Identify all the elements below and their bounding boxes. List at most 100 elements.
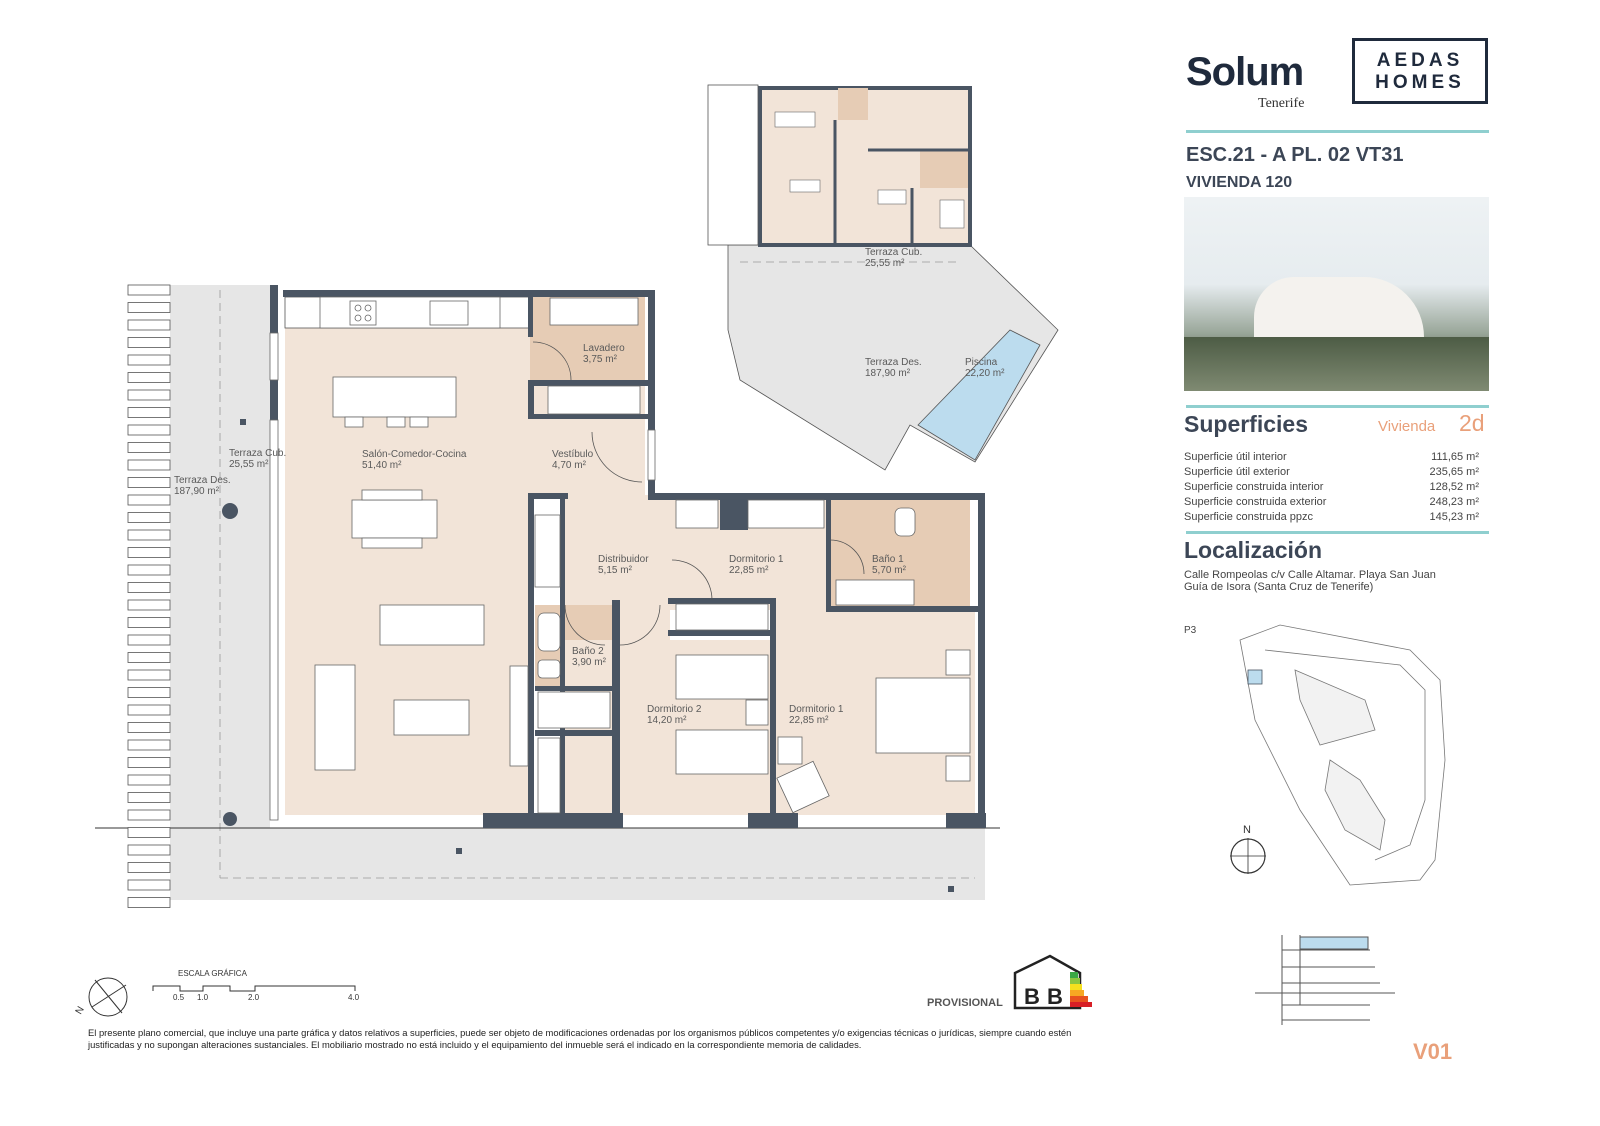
north-arrow (88, 977, 128, 1017)
room-area-dormitorio1-upper: 22,85 m² (729, 565, 769, 576)
railing-slat (127, 879, 171, 891)
area-label: Superficie útil exterior (1184, 466, 1290, 478)
key-plan-terraza-des-name: Terraza Des. (865, 357, 922, 368)
divider (1186, 130, 1489, 133)
area-value: 235,65 m² (1429, 466, 1479, 478)
area-row: Superficie útil exterior 235,65 m² (1184, 466, 1479, 478)
railing-slat (127, 512, 171, 523)
railing-slat (127, 897, 171, 908)
solum-logo: Solum (1186, 50, 1304, 94)
address-line1: Calle Rompeolas c/v Calle Altamar. Playa… (1184, 569, 1436, 581)
scale-tick: 2.0 (248, 993, 260, 1002)
area-label: Superficie útil interior (1184, 451, 1287, 463)
door-swings (532, 341, 865, 646)
railing-slat (127, 757, 171, 768)
railing-slat (127, 827, 171, 838)
railing-slat (127, 617, 171, 628)
area-label: Superficie construida ppzc (1184, 511, 1314, 523)
railing-slat (127, 774, 171, 786)
scale-tick: 4.0 (348, 993, 360, 1002)
area-label: Superficie construida exterior (1184, 496, 1327, 508)
room-labels: Salón-Comedor-Cocina 51,40 m² Lavadero 3… (174, 343, 907, 726)
area-value: 128,52 m² (1429, 481, 1479, 493)
aedas-logo-line1: AEDAS (1376, 50, 1464, 71)
key-plan-terraza-cub-name: Terraza Cub. (865, 247, 922, 258)
room-area-salon: 51,40 m² (362, 460, 402, 471)
room-name-salon: Salón-Comedor-Cocina (362, 449, 467, 460)
scale-bar (152, 985, 356, 992)
area-value: 111,65 m² (1431, 451, 1479, 463)
scale-tick: 0.5 (173, 993, 185, 1002)
key-plan-piscina-area: 22,20 m² (965, 368, 1005, 379)
railing-slat (127, 687, 171, 698)
room-area-terraza-cub: 25,55 m² (229, 459, 269, 470)
railing-slat (127, 564, 171, 576)
room-area-vestibulo: 4,70 m² (552, 460, 587, 471)
unit-code: ESC.21 - A PL. 02 VT31 (1186, 144, 1404, 166)
superficies-heading: Superficies (1184, 411, 1308, 437)
address: Calle Rompeolas c/v Calle Altamar. Playa… (1184, 569, 1436, 593)
area-value: 248,23 m² (1429, 496, 1479, 508)
room-area-bano2: 3,90 m² (572, 657, 607, 668)
room-area-dormitorio1-lower: 22,85 m² (789, 715, 829, 726)
key-plan-piscina-name: Piscina (965, 357, 998, 368)
unit-type-tag: Vivienda (1378, 418, 1436, 435)
room-area-dormitorio2: 14,20 m² (647, 715, 687, 726)
room-name-terraza-des: Terraza Des. (174, 475, 231, 486)
railing-slat (127, 407, 171, 418)
room-area-terraza-des: 187,90 m² (174, 486, 220, 497)
site-north-label: N (1243, 824, 1251, 836)
key-plan: Terraza Cub. 25,55 m² Terraza Des. 187,9… (707, 84, 1059, 471)
railing-slat (127, 319, 171, 331)
room-name-terraza-cub: Terraza Cub. (229, 448, 286, 459)
unit-title: VIVIENDA 120 (1186, 174, 1293, 191)
railing-slat (127, 634, 171, 646)
railing-slat (127, 809, 171, 821)
railing-slat (127, 862, 171, 873)
localizacion-heading: Localización (1184, 537, 1323, 563)
key-plan-terraza-cub-area: 25,55 m² (865, 258, 905, 269)
legal-disclaimer: El presente plano comercial, que incluye… (88, 1027, 1072, 1050)
room-name-bano2: Baño 2 (572, 646, 604, 657)
building-render-image (1184, 197, 1489, 391)
energy-label: B B (1013, 954, 1092, 1010)
room-name-dormitorio1-lower: Dormitorio 1 (789, 704, 844, 715)
railing-slat (127, 669, 171, 681)
railing (127, 284, 171, 908)
railing-slat (127, 424, 171, 436)
railing-slat (127, 494, 171, 506)
furniture (269, 296, 971, 821)
railing-slat (127, 704, 171, 716)
room-area-distribuidor: 5,15 m² (598, 565, 633, 576)
railing-slat (127, 442, 171, 453)
railing-slat (127, 337, 171, 348)
railing-slat (127, 652, 171, 663)
aedas-logo-line2: HOMES (1375, 72, 1465, 93)
railing-slat (127, 844, 171, 856)
railing-slat (127, 302, 171, 313)
area-label: Superficie construida interior (1184, 481, 1324, 493)
divider (1186, 405, 1489, 408)
aedas-homes-logo: AEDAS HOMES (1352, 38, 1488, 104)
scale-tick: 1.0 (197, 993, 209, 1002)
section-diagram (1255, 935, 1395, 1025)
site-plan-floor-label: P3 (1184, 625, 1197, 636)
area-row: Superficie útil interior 111,65 m² (1184, 451, 1479, 463)
north-label: N (74, 1005, 87, 1017)
room-name-dormitorio2: Dormitorio 2 (647, 704, 702, 715)
railing-slat (127, 722, 171, 733)
railing-slat (127, 389, 171, 401)
solum-logo-location: Tenerife (1258, 96, 1305, 111)
divider (1186, 531, 1489, 534)
version-label: V01 (1413, 1039, 1453, 1064)
room-area-lavadero: 3,75 m² (583, 354, 618, 365)
railing-slat (127, 547, 171, 558)
railing-slat (127, 582, 171, 593)
room-name-bano1: Baño 1 (872, 554, 904, 565)
railing-slat (127, 599, 171, 611)
railing-slat (127, 792, 171, 803)
railing-slat (127, 477, 171, 488)
railing-slat (127, 354, 171, 366)
unit-type: 2d (1459, 410, 1485, 436)
